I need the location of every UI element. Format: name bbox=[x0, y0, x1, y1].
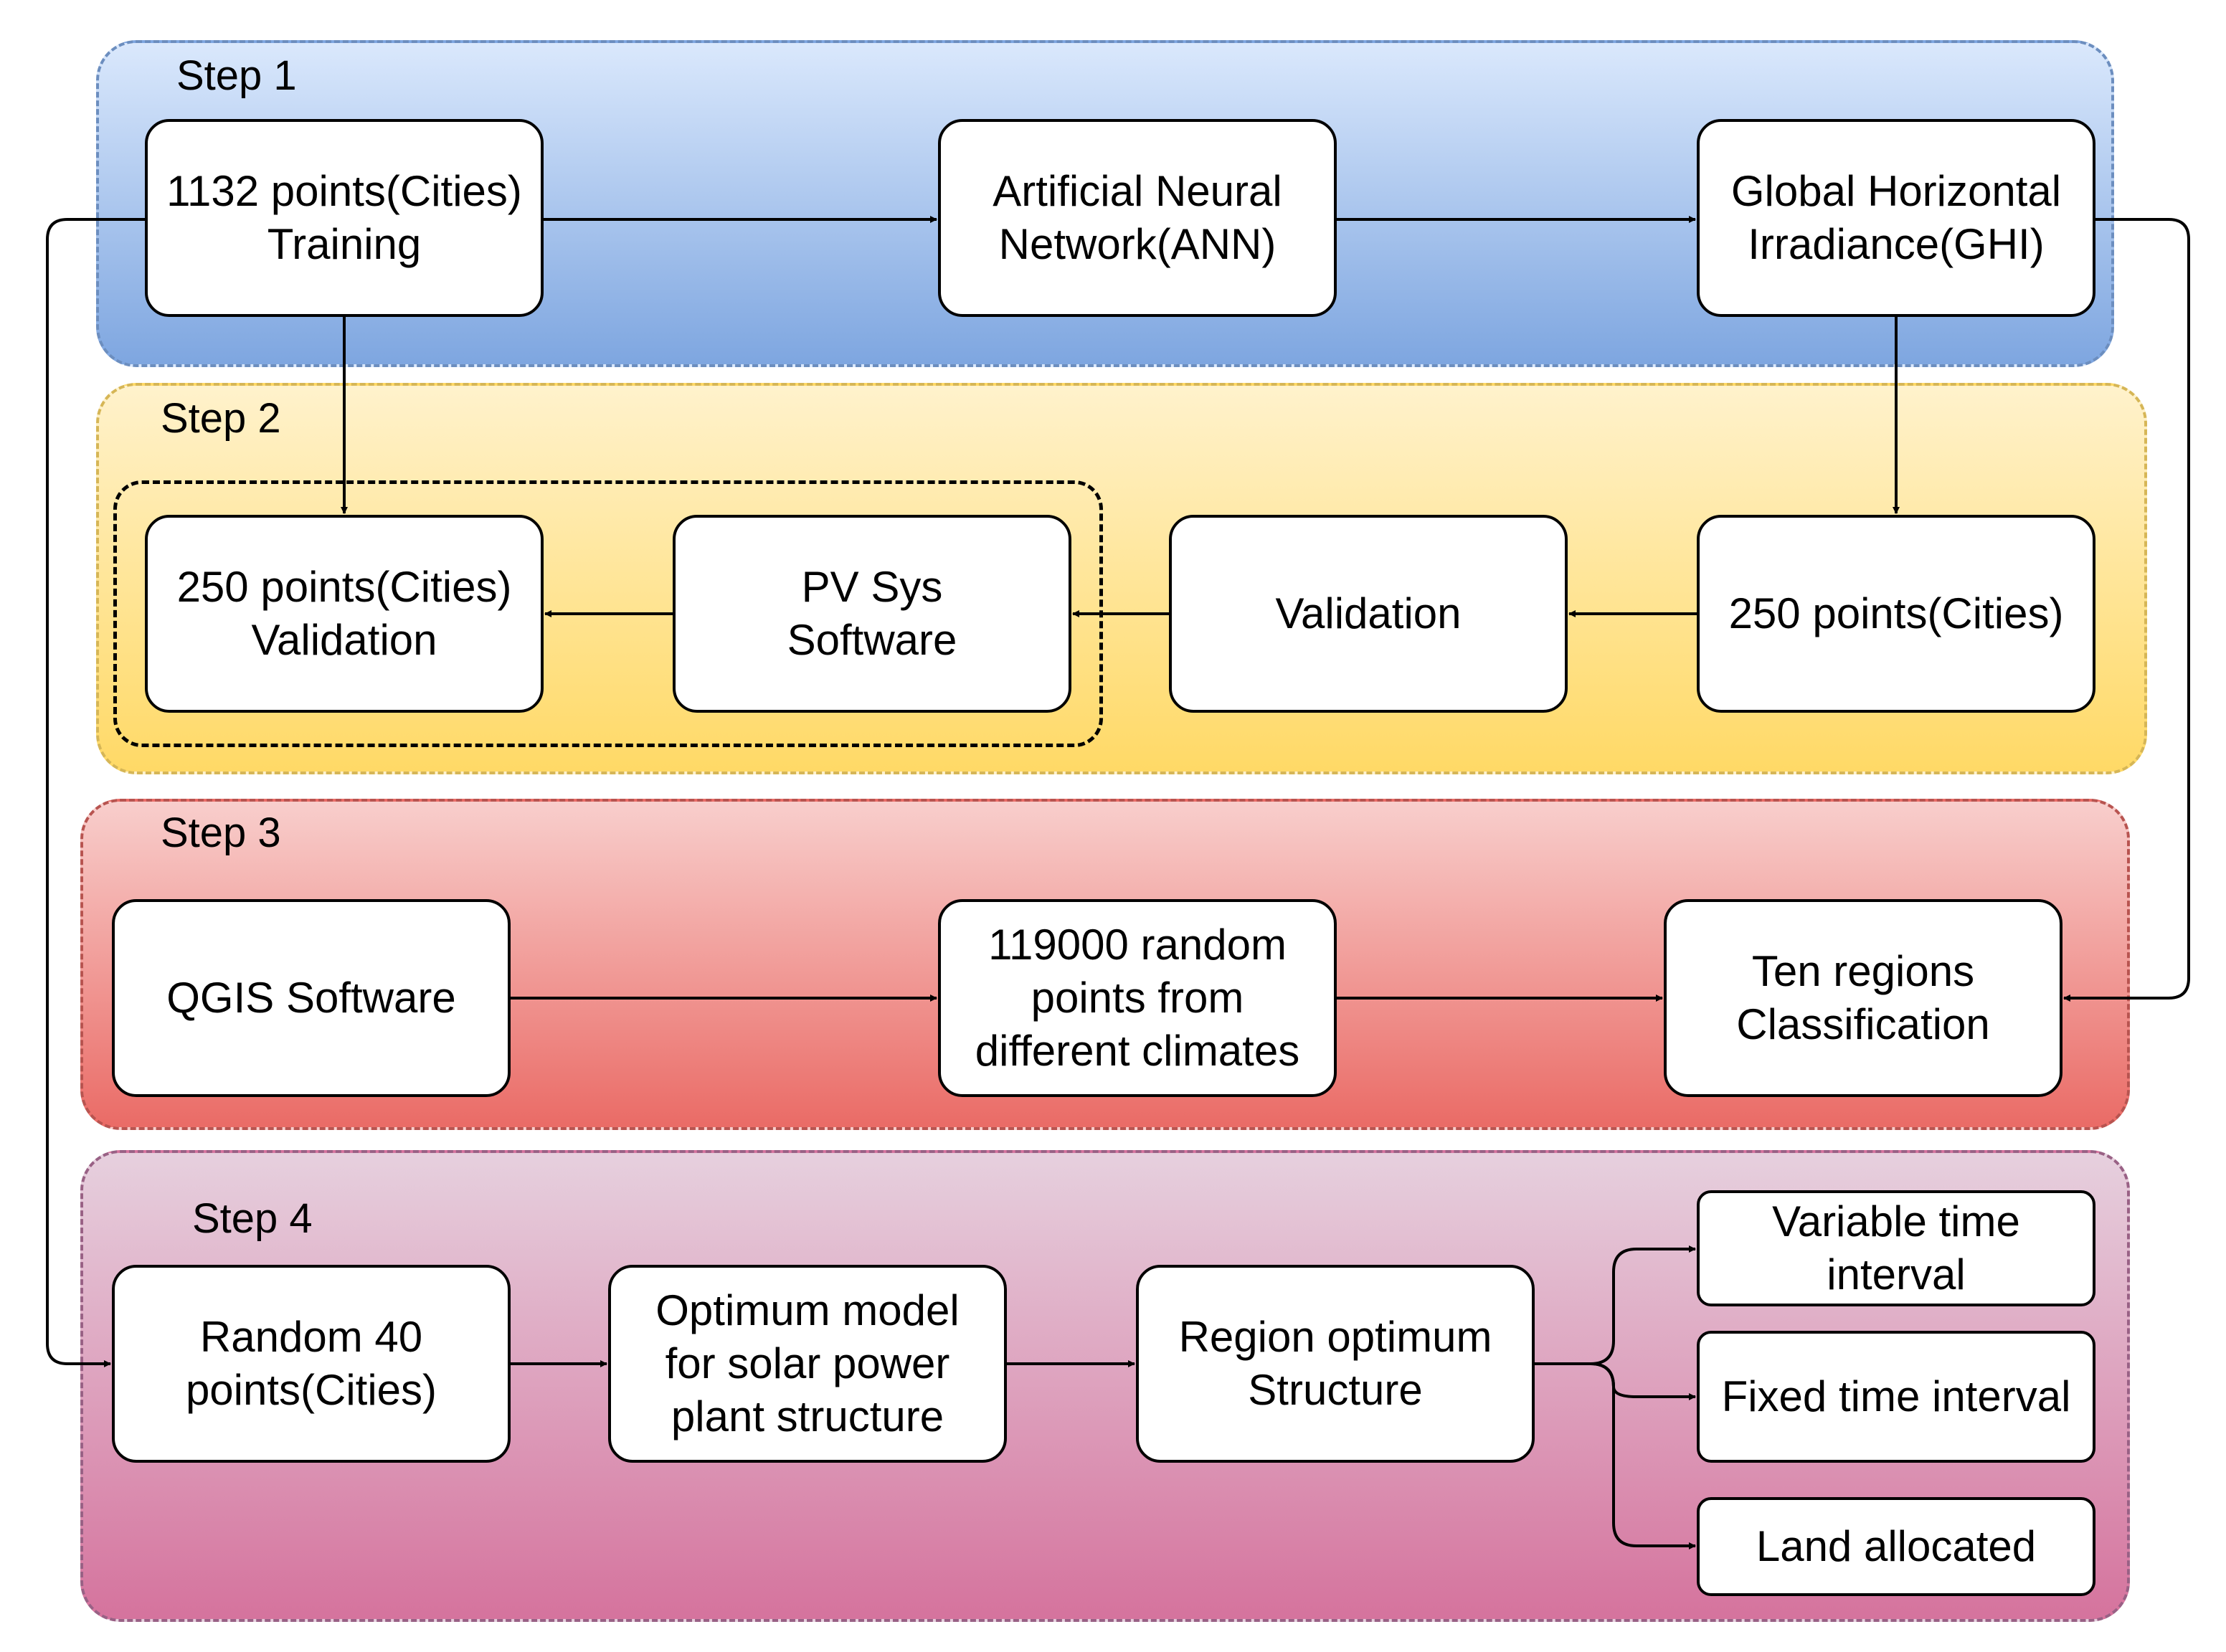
step-2-title: Step 2 bbox=[161, 395, 281, 442]
step-4-title: Step 4 bbox=[192, 1195, 313, 1242]
arrow-ghi-to-ten-regions bbox=[2063, 218, 2190, 1002]
validation-points-node: 250 points(Cities) Validation bbox=[145, 515, 544, 713]
random-40-node: Random 40 points(Cities) bbox=[112, 1265, 511, 1463]
land-allocated-node: Land allocated bbox=[1697, 1497, 2095, 1596]
random-points-node: 119000 random points from different clim… bbox=[938, 899, 1337, 1097]
region-optimum-node: Region optimum Structure bbox=[1136, 1265, 1535, 1463]
points-250-node: 250 points(Cities) bbox=[1697, 515, 2095, 713]
optimum-model-node: Optimum model for solar power plant stru… bbox=[608, 1265, 1007, 1463]
step-3-title: Step 3 bbox=[161, 810, 281, 856]
validation-node: Validation bbox=[1169, 515, 1568, 713]
step-1-title: Step 1 bbox=[176, 52, 297, 99]
arrow-region-to-variable-time bbox=[1535, 1245, 1696, 1365]
arrow-training-to-random-40 bbox=[46, 218, 145, 1367]
ann-node: Artificial Neural Network(ANN) bbox=[938, 119, 1337, 317]
ten-regions-node: Ten regions Classification bbox=[1664, 899, 2062, 1097]
variable-time-node: Variable time interval bbox=[1697, 1190, 2095, 1306]
qgis-node: QGIS Software bbox=[112, 899, 511, 1097]
arrow-region-to-land-allocated bbox=[1535, 1362, 1696, 1549]
training-node: 1132 points(Cities) Training bbox=[145, 119, 544, 317]
pvsys-node: PV Sys Software bbox=[673, 515, 1071, 713]
fixed-time-node: Fixed time interval bbox=[1697, 1331, 2095, 1463]
ghi-node: Global Horizontal Irradiance(GHI) bbox=[1697, 119, 2095, 317]
